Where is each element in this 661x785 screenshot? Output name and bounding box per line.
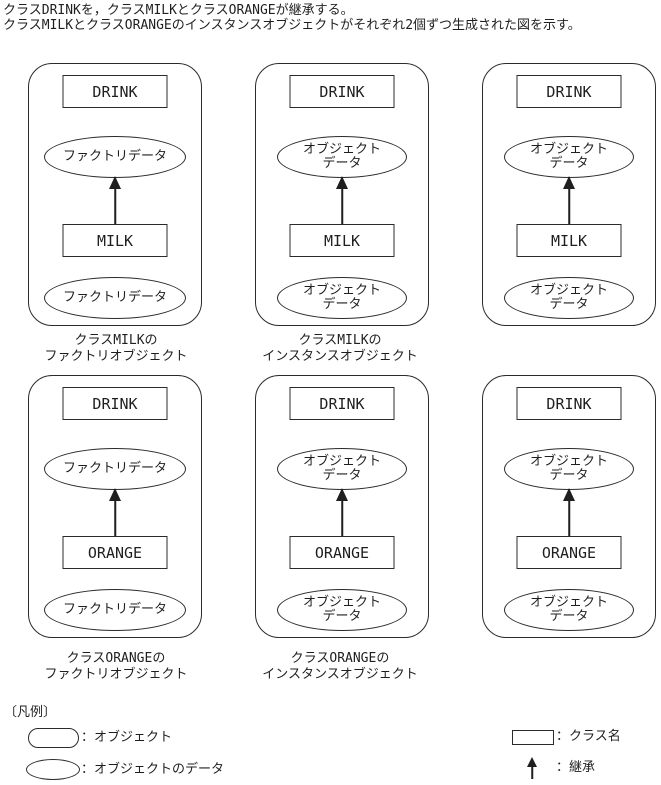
inheritance-arrow-icon — [562, 488, 576, 537]
class-box-drink: DRINK — [289, 387, 395, 420]
inheritance-arrow-icon — [335, 488, 349, 537]
legend-title: 〔凡例〕 — [4, 705, 57, 720]
data-ellipse-line: オブジェクト — [302, 283, 381, 298]
data-ellipse-line: ファクトリデータ — [62, 602, 167, 617]
data-ellipse-lower: オブジェクト データ — [277, 589, 407, 631]
data-ellipse-line: オブジェクト — [302, 142, 381, 157]
class-box-drink: DRINK — [516, 387, 622, 420]
data-ellipse-line: オブジェクト — [302, 595, 381, 610]
inheritance-arrow-icon — [562, 176, 576, 225]
class-name-shape-icon — [512, 730, 554, 745]
data-ellipse-line: ファクトリデータ — [62, 290, 167, 305]
class-box-orange: ORANGE — [62, 536, 168, 569]
data-ellipse-line: データ — [549, 156, 589, 171]
data-ellipse-line: データ — [549, 297, 589, 312]
data-ellipse-line: データ — [322, 297, 362, 312]
class-box-drink: DRINK — [289, 75, 395, 108]
data-ellipse-line: データ — [322, 609, 362, 624]
class-box-orange: ORANGE — [516, 536, 622, 569]
data-ellipse-lower: オブジェクト データ — [504, 589, 634, 631]
data-ellipse-line: オブジェクト — [302, 454, 381, 469]
legend-class-name-label: ：クラス名 — [556, 729, 621, 744]
caption-milk-factory: クラスMILKの ファクトリオブジェクト — [28, 333, 204, 364]
caption-orange-factory: クラスORANGEの ファクトリオブジェクト — [28, 651, 204, 682]
data-ellipse-upper: オブジェクト データ — [277, 136, 407, 178]
caption-line: クラスORANGEの — [290, 651, 390, 666]
data-ellipse-line: データ — [549, 468, 589, 483]
inheritance-arrow-icon — [526, 757, 538, 779]
data-ellipse-lower: オブジェクト データ — [277, 277, 407, 319]
caption-line: ファクトリオブジェクト — [44, 666, 188, 682]
data-ellipse-line: オブジェクト — [529, 454, 608, 469]
data-ellipse-upper: ファクトリデータ — [44, 136, 186, 178]
panel-milk-instance-object-1: DRINK オブジェクト データ MILK オブジェクト データ — [255, 63, 429, 326]
object-data-shape-icon — [26, 759, 80, 780]
data-ellipse-line: データ — [322, 156, 362, 171]
class-box-milk: MILK — [62, 224, 168, 257]
class-box-drink: DRINK — [62, 387, 168, 420]
caption-line: クラスMILKの — [74, 333, 158, 348]
caption-milk-instance: クラスMILKの インスタンスオブジェクト — [252, 333, 428, 364]
data-ellipse-line: ファクトリデータ — [62, 149, 167, 164]
panel-milk-instance-object-2: DRINK オブジェクト データ MILK オブジェクト データ — [482, 63, 656, 326]
data-ellipse-line: ファクトリデータ — [62, 461, 167, 476]
object-shape-icon — [28, 728, 79, 748]
data-ellipse-line: データ — [549, 609, 589, 624]
panel-orange-instance-object-2: DRINK オブジェクト データ ORANGE オブジェクト データ — [482, 375, 656, 638]
legend-object-data-label: ：オブジェクトのデータ — [81, 762, 225, 777]
legend-object-label: ：オブジェクト — [81, 730, 173, 745]
class-box-milk: MILK — [289, 224, 395, 257]
panel-milk-factory-object: DRINK ファクトリデータ MILK ファクトリデータ — [28, 63, 202, 326]
data-ellipse-line: オブジェクト — [529, 283, 608, 298]
inheritance-arrow-icon — [108, 176, 122, 225]
caption-orange-instance: クラスORANGEの インスタンスオブジェクト — [252, 651, 428, 682]
class-box-drink: DRINK — [516, 75, 622, 108]
data-ellipse-line: オブジェクト — [529, 142, 608, 157]
caption-line: クラスMILKの — [298, 333, 382, 348]
intro-line-2: クラスMILKとクラスORANGEのインスタンスオブジェクトがそれぞれ2個ずつ生… — [3, 18, 581, 33]
inheritance-arrow-icon — [335, 176, 349, 225]
legend-inheritance-label: ：継承 — [556, 760, 596, 775]
class-box-drink: DRINK — [62, 75, 168, 108]
data-ellipse-upper: ファクトリデータ — [44, 448, 186, 490]
panel-orange-instance-object-1: DRINK オブジェクト データ ORANGE オブジェクト データ — [255, 375, 429, 638]
inheritance-arrow-icon — [108, 488, 122, 537]
caption-line: ファクトリオブジェクト — [44, 348, 188, 364]
data-ellipse-upper: オブジェクト データ — [277, 448, 407, 490]
class-box-milk: MILK — [516, 224, 622, 257]
data-ellipse-lower: ファクトリデータ — [44, 589, 186, 631]
data-ellipse-lower: オブジェクト データ — [504, 277, 634, 319]
data-ellipse-line: オブジェクト — [529, 595, 608, 610]
caption-line: クラスORANGEの — [66, 651, 166, 666]
caption-line: インスタンスオブジェクト — [262, 348, 418, 364]
panel-orange-factory-object: DRINK ファクトリデータ ORANGE ファクトリデータ — [28, 375, 202, 638]
data-ellipse-upper: オブジェクト データ — [504, 448, 634, 490]
class-box-orange: ORANGE — [289, 536, 395, 569]
data-ellipse-upper: オブジェクト データ — [504, 136, 634, 178]
data-ellipse-line: データ — [322, 468, 362, 483]
data-ellipse-lower: ファクトリデータ — [44, 277, 186, 319]
caption-line: インスタンスオブジェクト — [262, 666, 418, 682]
intro-line-1: クラスDRINKを，クラスMILKとクラスORANGEが継承する。 — [3, 3, 354, 18]
